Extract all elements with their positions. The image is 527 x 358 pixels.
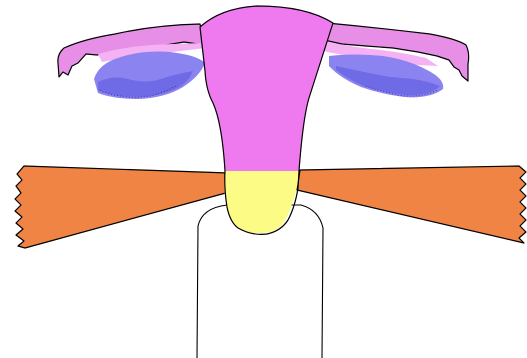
anatomy-svg <box>0 0 527 358</box>
anatomy-diagram <box>0 0 527 358</box>
